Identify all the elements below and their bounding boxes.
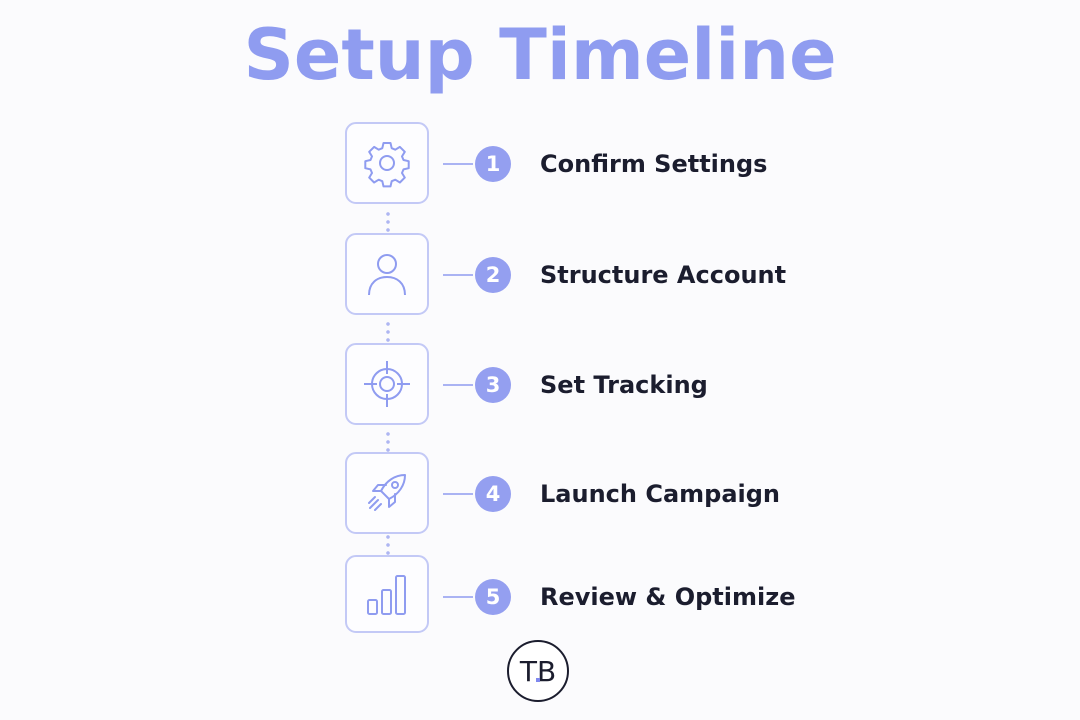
target-icon (364, 361, 410, 407)
rocket-icon (368, 474, 406, 511)
step-icon-box (345, 555, 429, 633)
step-label: Launch Campaign (540, 480, 781, 508)
step-number-badge: 4 (475, 476, 511, 512)
step-connector (443, 274, 473, 276)
step-icon-box (345, 343, 429, 425)
logo-text: TB (519, 655, 556, 688)
gear-icon (364, 142, 410, 188)
step-connector (443, 163, 473, 165)
step-number-badge: 2 (475, 257, 511, 293)
timeline-step-1: 1 Confirm Settings (345, 122, 825, 208)
step-number-badge: 1 (475, 146, 511, 182)
step-connector (443, 384, 473, 386)
timeline-step-5: 5 Review & Optimize (345, 555, 825, 641)
timeline-dotted-line (386, 320, 390, 342)
timeline-step-3: 3 Set Tracking (345, 343, 825, 429)
step-label: Review & Optimize (540, 583, 796, 611)
timeline-dotted-line (386, 533, 390, 555)
timeline-step-4: 4 Launch Campaign (345, 452, 825, 538)
user-icon (368, 254, 406, 296)
logo-monogram: TB (519, 655, 556, 688)
step-number-badge: 5 (475, 579, 511, 615)
step-label: Structure Account (540, 261, 787, 289)
page-title: Setup Timeline (243, 14, 837, 96)
step-connector (443, 493, 473, 495)
bar-chart-icon (367, 575, 406, 615)
step-label: Set Tracking (540, 371, 708, 399)
step-icon-box (345, 452, 429, 534)
brand-logo: TB (507, 640, 569, 702)
step-icon-box (345, 233, 429, 315)
step-number-badge: 3 (475, 367, 511, 403)
timeline-dotted-line (386, 430, 390, 452)
step-connector (443, 596, 473, 598)
timeline-dotted-line (386, 210, 390, 232)
step-label: Confirm Settings (540, 150, 768, 178)
timeline-step-2: 2 Structure Account (345, 233, 825, 319)
step-icon-box (345, 122, 429, 204)
